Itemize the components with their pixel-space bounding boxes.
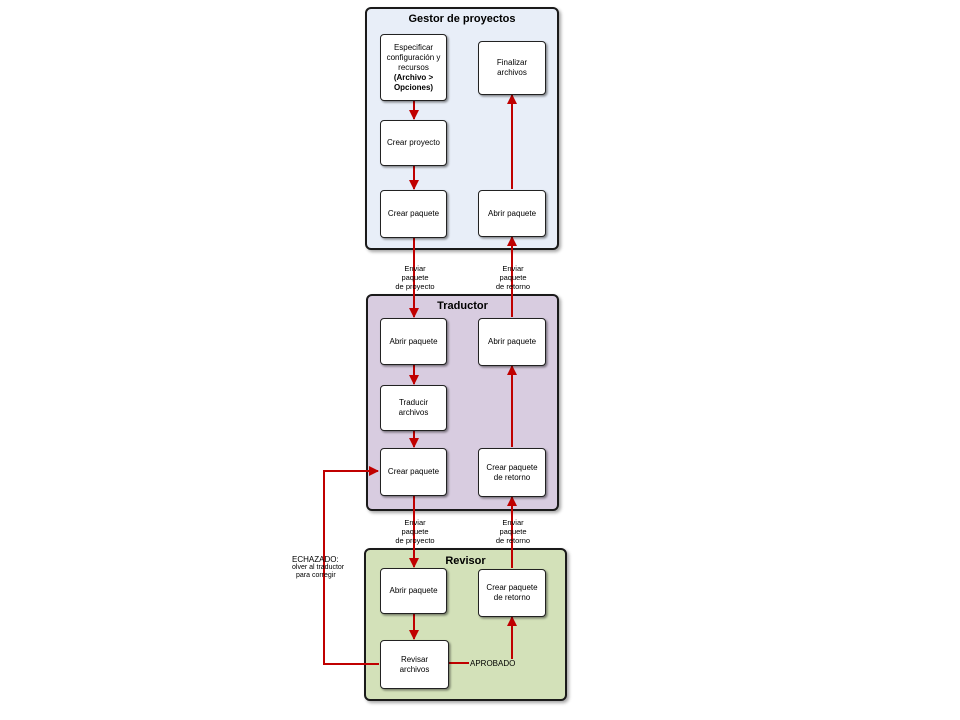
node-text: (Archivo > bbox=[393, 72, 434, 82]
node-create-return-reviewer: Crear paquete de retorno bbox=[478, 569, 546, 617]
lane-title-reviewer: Revisor bbox=[445, 555, 486, 567]
node-open-return-translator: Abrir paquete bbox=[478, 318, 546, 366]
label-approved: APROBADO bbox=[469, 659, 517, 668]
arrow-approved-to-create-return bbox=[449, 616, 517, 664]
label-text: APROBADO bbox=[470, 659, 516, 668]
node-finalize-files: Finalizar archivos bbox=[478, 41, 546, 95]
node-text: de retorno bbox=[493, 593, 531, 602]
node-text: Abrir paquete bbox=[487, 208, 537, 218]
label-text: de proyecto bbox=[395, 536, 435, 545]
node-text: Crear paquete bbox=[486, 583, 538, 592]
label-text: paquete bbox=[499, 527, 527, 536]
node-text: archivos bbox=[398, 408, 429, 417]
node-text: de retorno bbox=[493, 472, 531, 482]
label-text: Enviar bbox=[404, 518, 426, 527]
label-send-return-package-1: Enviar paquete de retorno bbox=[488, 264, 538, 291]
node-text: Especificar bbox=[393, 42, 434, 52]
node-create-project: Crear proyecto bbox=[380, 120, 447, 166]
node-text: Abrir paquete bbox=[487, 337, 537, 346]
label-send-project-package-2: Enviar paquete de proyecto bbox=[390, 518, 440, 545]
label-send-return-package-2: Enviar paquete de retorno bbox=[488, 518, 538, 545]
label-text: de retorno bbox=[495, 282, 531, 291]
arrow-rejected-loop bbox=[323, 466, 379, 665]
node-text: archivos bbox=[497, 68, 527, 77]
node-translate-files: Traducir archivos bbox=[380, 385, 447, 431]
label-text: ECHAZADO: bbox=[292, 555, 339, 564]
node-specify-configuration: Especificar configuración y recursos (Ar… bbox=[380, 34, 447, 101]
node-text: configuración y bbox=[386, 52, 441, 62]
label-text: paquete bbox=[401, 527, 429, 536]
node-create-package-translator: Crear paquete bbox=[380, 448, 447, 496]
label-text: de proyecto bbox=[395, 282, 435, 291]
node-create-package-pm: Crear paquete bbox=[380, 190, 447, 238]
node-text: Crear proyecto bbox=[387, 138, 440, 147]
node-text: Finalizar bbox=[496, 58, 528, 67]
label-text: paquete bbox=[499, 273, 527, 282]
label-text: olver al traductor bbox=[292, 564, 345, 571]
lane-title-translator: Traductor bbox=[437, 300, 488, 312]
node-text: Opciones) bbox=[393, 82, 434, 92]
node-open-package-translator: Abrir paquete bbox=[380, 318, 447, 365]
node-text: Crear paquete bbox=[486, 462, 538, 472]
label-text: de retorno bbox=[495, 536, 531, 545]
node-review-files: Revisar archivos bbox=[380, 640, 449, 689]
node-text: Crear paquete bbox=[387, 209, 440, 218]
label-text: para corregir bbox=[296, 572, 336, 579]
node-text: Abrir paquete bbox=[389, 336, 438, 346]
node-text: Abrir paquete bbox=[389, 586, 438, 595]
node-text: archivos bbox=[399, 664, 430, 674]
node-text: Traducir bbox=[398, 398, 429, 407]
label-text: paquete bbox=[401, 273, 429, 282]
node-text: Revisar bbox=[400, 654, 429, 664]
label-rejected: ECHAZADO: olver al traductor para correg… bbox=[292, 555, 344, 580]
node-open-package-pm: Abrir paquete bbox=[478, 190, 546, 237]
label-text: Enviar bbox=[502, 518, 524, 527]
label-send-project-package-1: Enviar paquete de proyecto bbox=[390, 264, 440, 291]
node-text: recursos bbox=[398, 62, 429, 72]
node-open-package-reviewer: Abrir paquete bbox=[380, 568, 447, 614]
lane-title-project-manager: Gestor de proyectos bbox=[408, 13, 516, 25]
label-text: Enviar bbox=[404, 264, 426, 273]
node-text: Crear paquete bbox=[387, 467, 440, 476]
label-text: Enviar bbox=[502, 264, 524, 273]
node-create-return-translator: Crear paquete de retorno bbox=[478, 448, 546, 497]
